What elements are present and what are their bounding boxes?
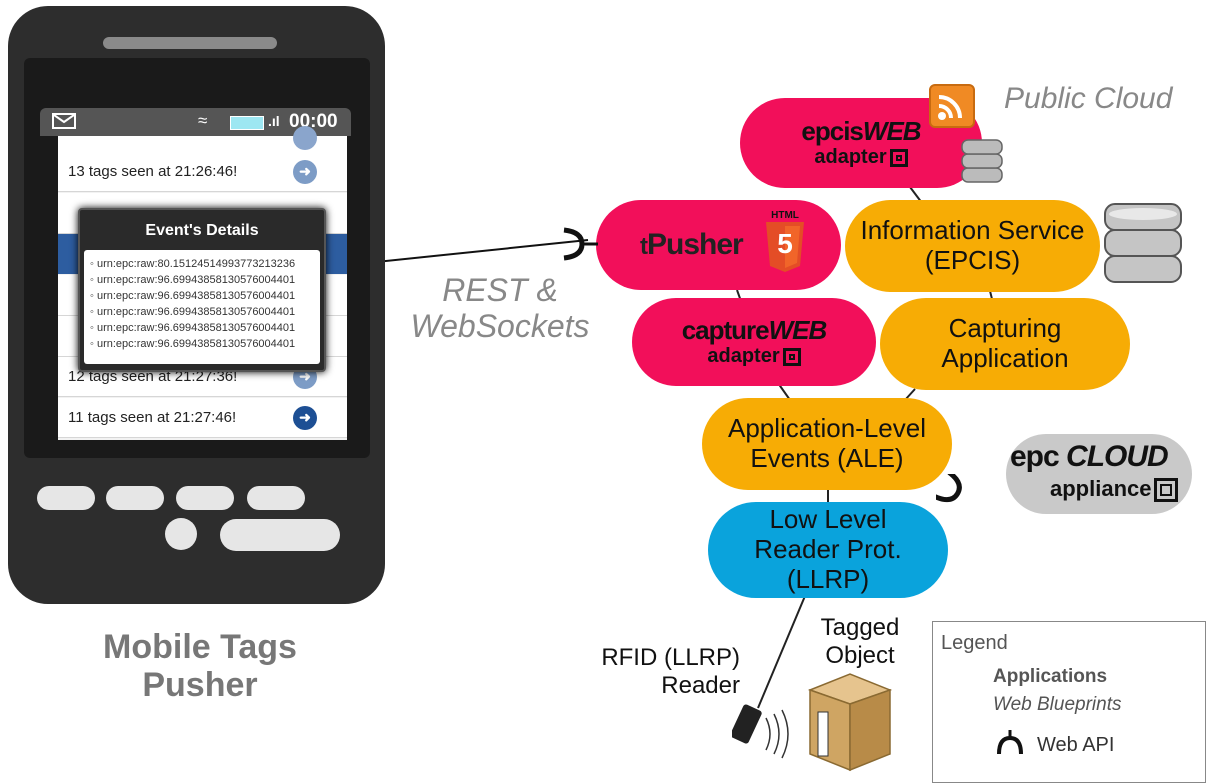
list-row[interactable]: 13 tags seen at 21:26:46! ➜ bbox=[58, 152, 347, 192]
public-cloud-title: Public Cloud bbox=[1004, 82, 1173, 115]
epc-label: epc bbox=[1010, 440, 1060, 473]
connection-label-line1: REST & bbox=[442, 272, 558, 308]
html5-number: 5 bbox=[777, 228, 793, 259]
adapter-label: adapter bbox=[707, 345, 780, 368]
popup-title: Event's Details bbox=[145, 222, 259, 239]
list-row-label: 13 tags seen at 21:26:46! bbox=[68, 163, 238, 180]
legend-web-api: Web API bbox=[1037, 734, 1115, 756]
event-details-popup: Event's Details urn:epc:raw:80.151245149… bbox=[78, 208, 326, 372]
tagged-object-label-line1: Tagged bbox=[820, 614, 900, 641]
database-icon-small bbox=[960, 138, 1004, 193]
arrow-right-icon[interactable]: ➜ bbox=[293, 159, 317, 184]
low-level-reader-protocol: Low Level Reader Prot. (LLRP) bbox=[708, 502, 948, 598]
capture-label: capture bbox=[681, 314, 770, 345]
mail-icon bbox=[52, 113, 76, 129]
chip-icon bbox=[782, 348, 801, 367]
urn-item: urn:epc:raw:96.69943858130576004401 bbox=[90, 304, 320, 320]
legend-applications: Applications bbox=[993, 666, 1108, 687]
information-service-line1: Information Service bbox=[860, 215, 1085, 246]
urn-item: urn:epc:raw:96.69943858130576004401 bbox=[90, 320, 320, 336]
application-level-events: Application-Level Events (ALE) bbox=[702, 398, 952, 490]
ale-line2: Events (ALE) bbox=[750, 443, 904, 473]
phone-trackball[interactable] bbox=[165, 518, 197, 550]
chip-icon bbox=[889, 149, 908, 168]
ale-line1: Application-Level bbox=[727, 413, 926, 444]
llrp-line3: (LLRP) bbox=[786, 563, 870, 594]
popup-body: urn:epc:raw:80.15124514993773213236 urn:… bbox=[84, 250, 320, 364]
legend-web-blueprints: Web Blueprints bbox=[993, 694, 1122, 715]
phone-button[interactable] bbox=[37, 486, 95, 510]
connection-label-line2: WebSockets bbox=[410, 308, 590, 344]
appliance-label: appliance bbox=[1050, 476, 1152, 501]
list-row-partial[interactable] bbox=[58, 126, 347, 153]
adapter-label: adapter bbox=[814, 146, 887, 169]
phone-wide-button[interactable] bbox=[220, 519, 340, 551]
urn-item: urn:epc:raw:96.69943858130576004401 bbox=[90, 272, 320, 288]
html5-text: HTML bbox=[771, 210, 799, 221]
llrp-line2: Reader Prot. bbox=[754, 534, 902, 565]
capturing-application-line2: Application bbox=[941, 343, 1069, 373]
rss-icon bbox=[929, 84, 975, 128]
web-label: WEB bbox=[862, 115, 922, 146]
phone-button[interactable] bbox=[247, 486, 305, 510]
information-service: Information Service (EPCIS) bbox=[845, 200, 1100, 292]
web-api-icon bbox=[563, 227, 598, 261]
box-icon bbox=[800, 672, 896, 777]
web-api-icon bbox=[997, 730, 1023, 755]
cloud-label: CLOUD bbox=[1066, 440, 1169, 473]
phone-button[interactable] bbox=[106, 486, 164, 510]
tpusher-label: tPusher bbox=[640, 227, 744, 261]
arrow-right-icon[interactable]: ➜ bbox=[293, 405, 317, 430]
arrow-right-icon[interactable] bbox=[293, 126, 317, 150]
rfid-reader-icon bbox=[730, 700, 802, 769]
phone-speaker bbox=[103, 37, 277, 49]
chip-icon bbox=[1154, 478, 1179, 503]
phone-caption: Mobile Tags Pusher bbox=[60, 628, 340, 704]
epc-cloud-appliance: epc CLOUD appliance bbox=[1000, 430, 1200, 520]
tagged-object-label-line2: Object bbox=[825, 642, 895, 669]
web-api-icon bbox=[936, 474, 962, 503]
rfid-reader-label-line2: Reader bbox=[661, 672, 740, 699]
llrp-line1: Low Level bbox=[769, 504, 887, 535]
urn-item: urn:epc:raw:80.15124514993773213236 bbox=[90, 256, 320, 272]
database-icon-large bbox=[1102, 200, 1184, 291]
legend-title: Legend bbox=[941, 632, 1008, 654]
legend: Legend Applications Web Blueprints Web A… bbox=[932, 621, 1206, 783]
phone-button[interactable] bbox=[176, 486, 234, 510]
information-service-line2: (EPCIS) bbox=[924, 245, 1021, 275]
urn-item: urn:epc:raw:96.69943858130576004401 bbox=[90, 288, 320, 304]
signal-icon: .ıl bbox=[268, 113, 280, 129]
epcis-label: epcis bbox=[801, 115, 863, 146]
rfid-reader-label: RFID (LLRP) Reader bbox=[600, 644, 740, 700]
connection-label: REST & WebSockets bbox=[400, 272, 600, 344]
wifi-icon: ≈ bbox=[198, 111, 208, 130]
list-row-label: 11 tags seen at 21:27:46! bbox=[68, 409, 237, 426]
urn-item: urn:epc:raw:96.69943858130576004401 bbox=[90, 336, 320, 352]
phone-caption-line2: Pusher bbox=[142, 666, 258, 704]
html5-icon: HTML 5 bbox=[762, 210, 808, 274]
list-row-label: 12 tags seen at 21:27:36! bbox=[68, 368, 238, 385]
capturing-application: Capturing Application bbox=[880, 298, 1130, 390]
tagged-object-label: Tagged Object bbox=[800, 614, 920, 670]
capturing-application-line1: Capturing bbox=[948, 313, 1062, 344]
phone-caption-line1: Mobile Tags bbox=[103, 628, 297, 666]
capture-web-adapter: captureWEB adapter bbox=[632, 298, 876, 386]
rfid-reader-label-line1: RFID (LLRP) bbox=[601, 644, 740, 671]
list-row[interactable]: 11 tags seen at 21:27:46! ➜ bbox=[58, 398, 347, 438]
battery-icon bbox=[230, 116, 264, 130]
web-label: WEB bbox=[768, 314, 828, 345]
